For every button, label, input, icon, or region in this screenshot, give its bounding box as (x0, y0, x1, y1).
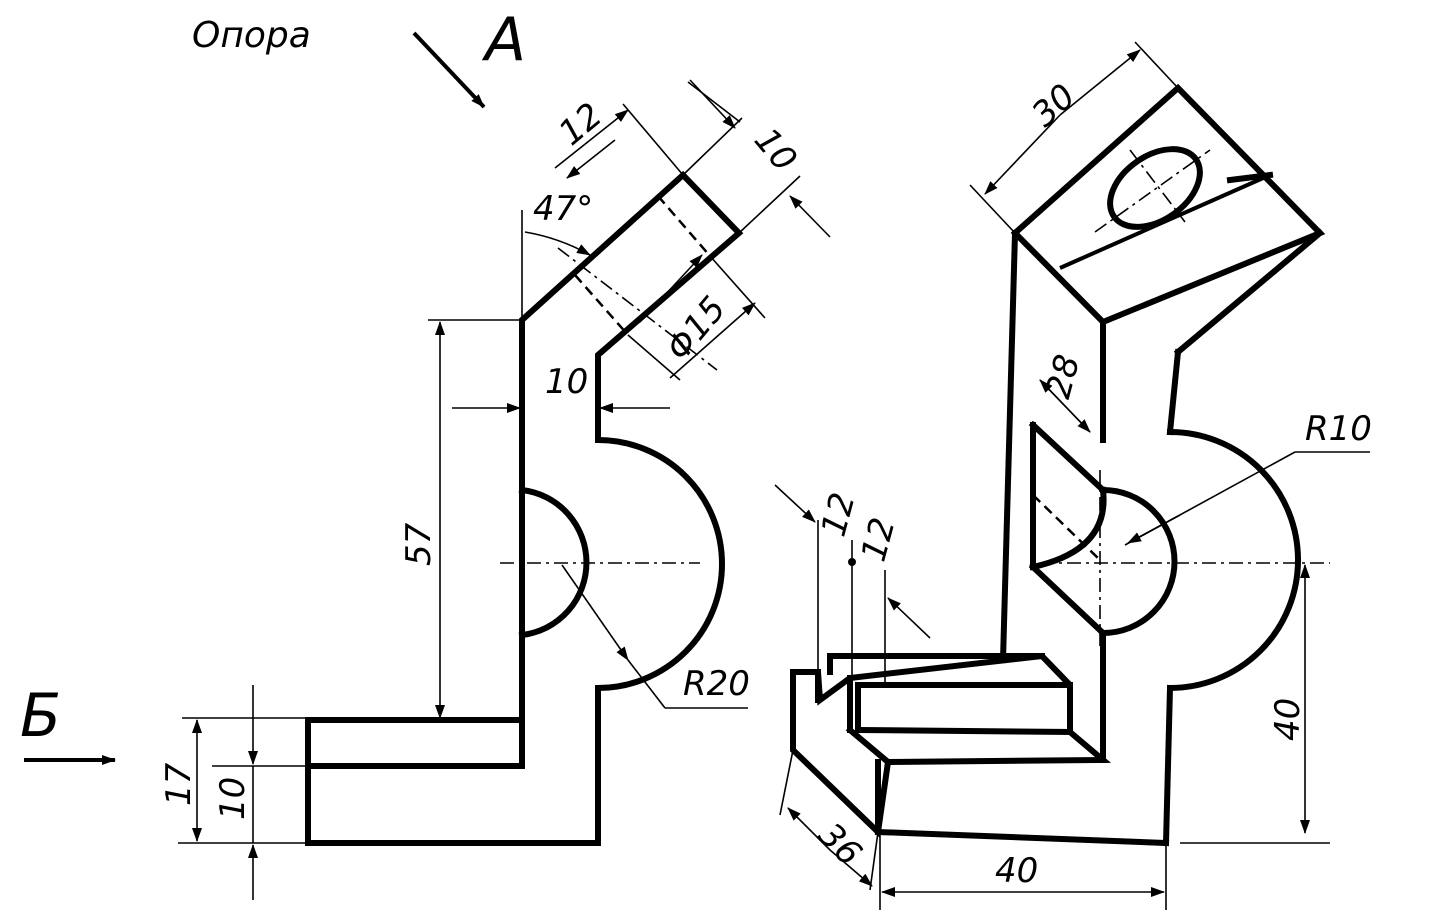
dim-10-top: 10 (746, 120, 804, 179)
dim-12-top: 12 (551, 95, 610, 153)
view-b-label: Б (20, 681, 61, 751)
dim-r20: R20 (683, 664, 750, 704)
iso-hole (1099, 486, 1178, 637)
front-view-outline (305, 170, 744, 846)
dim-40-bottom: 40 (995, 851, 1038, 891)
front-view: 12 10 47° Φ15 10 57 R20 (159, 79, 831, 900)
dim-28: 28 (1038, 351, 1088, 403)
dim-10-web: 10 (545, 362, 588, 402)
view-a-label: А (481, 5, 526, 75)
dim-36: 36 (810, 815, 869, 874)
dim-angle-47: 47° (533, 189, 593, 229)
dim-10-base: 10 (213, 777, 253, 820)
dim-17: 17 (159, 762, 199, 806)
drawing-title: Опора (192, 15, 311, 56)
isometric-view: 30 28 R10 12 12 40 36 40 (774, 41, 1372, 910)
dim-57: 57 (399, 522, 439, 566)
dim-12-a: 12 (814, 489, 864, 541)
view-b-indicator: Б (20, 681, 116, 765)
dim-12-b: 12 (854, 514, 904, 566)
view-a-indicator: А (412, 5, 526, 109)
dim-diam-15: Φ15 (658, 289, 734, 368)
dim-r10: R10 (1305, 409, 1372, 449)
iso-top-hole (1107, 146, 1203, 230)
dim-30: 30 (1024, 76, 1083, 135)
dim-40-right: 40 (1268, 698, 1308, 741)
